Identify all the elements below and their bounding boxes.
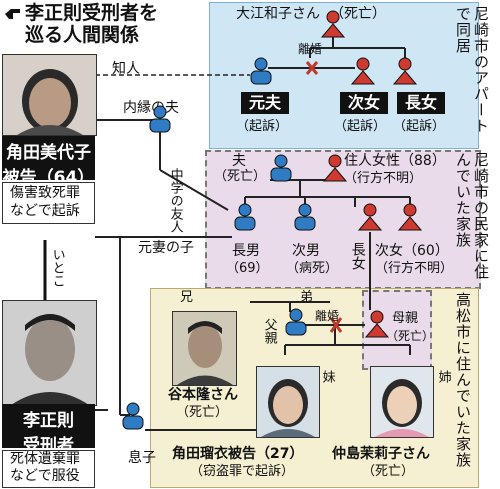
label-motozuma-no-ko: 元妻の子 <box>138 240 194 256</box>
miyoko-photo <box>2 54 97 136</box>
resident-icon <box>322 154 348 186</box>
ototo-label: 弟 <box>300 290 314 305</box>
father-name: 父親 <box>261 318 277 344</box>
zone-label-takamatsu: 高松市に住んでいた家族 <box>454 292 472 468</box>
miyoko-charge-1: 傷害致死罪 <box>10 185 80 201</box>
zone-label-amagasaki-apartment: 尼崎市のアパートで同居 <box>454 6 490 134</box>
mother-icon <box>364 310 390 342</box>
chonan-age: （69） <box>226 261 269 276</box>
chojo-house-name: 長女 <box>349 242 366 270</box>
jijo-apartment-icon <box>350 57 376 89</box>
nakashima-status: （死亡） <box>362 464 415 479</box>
label-chijin: 知人 <box>112 61 140 77</box>
jijo-house-icon <box>397 203 423 235</box>
jijo-apartment-name: 次女 <box>340 92 388 114</box>
husband-name: 夫 <box>232 153 246 169</box>
oe-name: 大江和子さん <box>236 6 320 22</box>
imoto-label: 妹 <box>319 370 335 383</box>
label-musuko: 息子 <box>128 450 156 466</box>
rhee-charge-2: などで服役 <box>10 468 80 484</box>
ani-label: 兄 <box>180 290 194 305</box>
father-icon <box>283 308 309 340</box>
ruri-status: （窃盗罪で起訴） <box>190 464 295 479</box>
chonan-icon <box>232 203 258 235</box>
ruri-photo <box>256 366 320 438</box>
zone-label-amagasaki-house: 尼崎市の民家に住んでいた家族 <box>454 152 490 280</box>
tanimoto-name: 谷本隆さん <box>168 387 238 403</box>
oe-icon <box>320 10 346 42</box>
miyoko-charge-2: などで起訴 <box>10 203 80 219</box>
rhee-charge-box <box>2 450 95 488</box>
chojo-apartment-icon <box>392 57 418 89</box>
jinan-status: （病死） <box>286 261 339 276</box>
miyoko-name: 角田美代子 <box>6 143 91 163</box>
chojo-apartment-name: 長女 <box>397 92 445 114</box>
husband-status: （死亡） <box>214 169 267 184</box>
husband-icon <box>268 154 294 186</box>
mother-status: （死亡） <box>386 329 435 343</box>
rhee-photo <box>2 300 97 406</box>
miyoko-name-block: 角田美代子 被告（64） <box>2 136 95 188</box>
diagram-title-line2: 巡る人間関係 <box>25 24 140 46</box>
divorce-label-takamatsu: 離婚 <box>315 309 340 323</box>
chonan-name: 長男 <box>232 243 260 259</box>
rhee-name-block: 李正則 受刑者（38） <box>2 404 95 481</box>
divorce-label-apartment: 離婚 <box>298 42 323 56</box>
motoo-status: （起訴） <box>236 119 289 134</box>
rhee-name: 李正則 <box>23 411 74 431</box>
motoo-name: 元夫 <box>241 92 289 114</box>
tanimoto-status: （死亡） <box>176 405 229 420</box>
pointing-hand-icon <box>3 6 23 22</box>
jijo-house-name: 次女（60） <box>375 243 449 259</box>
miyoko-title: 被告（64） <box>2 168 95 188</box>
ruri-name: 角田瑠衣被告（27） <box>172 446 304 462</box>
label-itoko: いとこ <box>49 248 65 287</box>
naien-no-otto-icon <box>147 105 173 137</box>
chojo-house-icon <box>357 203 383 235</box>
rhee-title: 受刑者（38） <box>19 436 78 481</box>
nakashima-photo <box>370 366 434 438</box>
jijo-house-status: （行方不明） <box>375 261 454 276</box>
oe-status: （死亡） <box>330 6 386 22</box>
tanimoto-photo <box>172 311 237 386</box>
diagram-title-line1: 李正則受刑者を <box>25 2 159 24</box>
resident-status: （行方不明） <box>344 171 423 186</box>
miyoko-charge-box <box>2 182 95 224</box>
musuko-icon <box>120 402 146 434</box>
resident-name: 住人女性（88） <box>344 153 446 169</box>
ane-label: 姉 <box>435 370 451 383</box>
nakashima-name: 仲島茉莉子さん <box>332 446 430 462</box>
rhee-charge-1: 死体遺棄罪 <box>10 451 80 467</box>
jinan-name: 次男 <box>292 243 320 259</box>
label-chugaku-no-yujin-1: 中学の友人 <box>167 168 183 233</box>
jijo-apartment-status: （起訴） <box>334 119 387 134</box>
mother-name: 母親 <box>392 311 419 326</box>
jinan-icon <box>292 203 318 235</box>
motoo-icon <box>248 57 274 89</box>
chojo-apartment-status: （起訴） <box>393 119 446 134</box>
